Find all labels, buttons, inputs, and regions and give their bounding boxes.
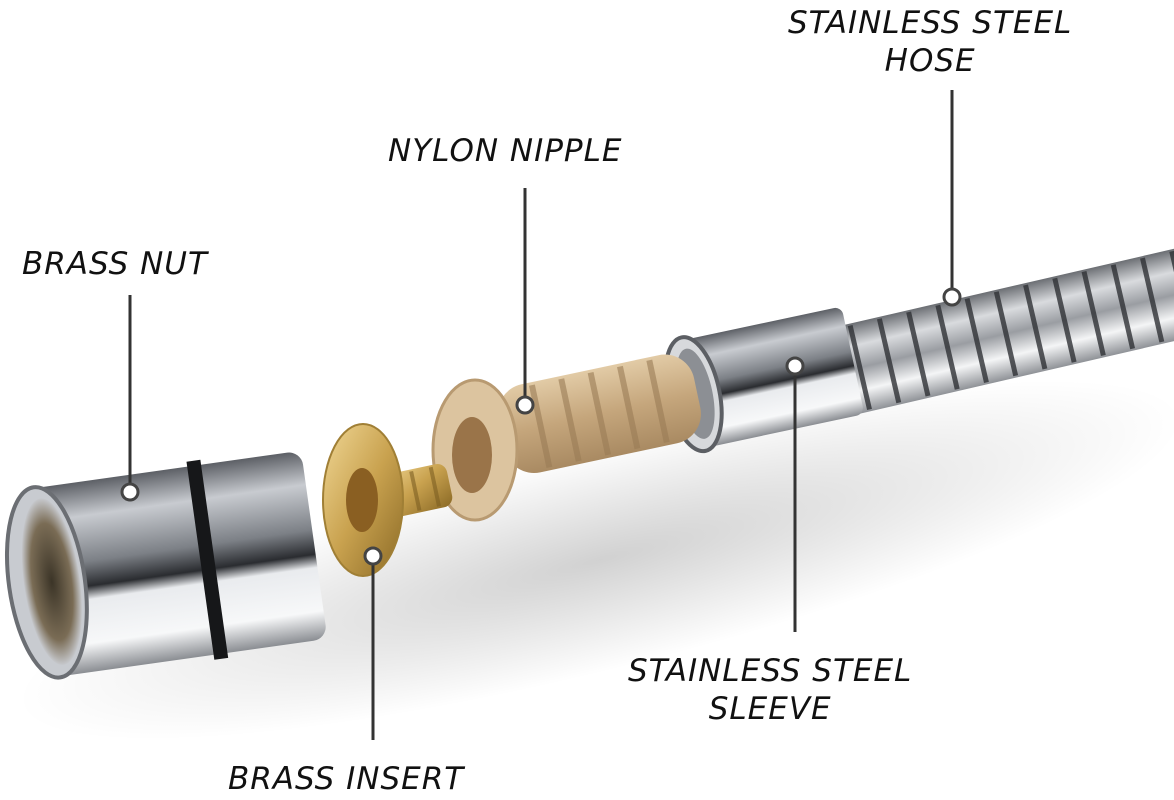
- label-line: STAINLESS STEEL: [788, 5, 1073, 41]
- label-stainless-steel-hose: STAINLESS STEEL HOSE: [788, 4, 1072, 80]
- label-line: STAINLESS STEEL: [628, 653, 913, 689]
- label-nylon-nipple: NYLON NIPPLE: [388, 132, 622, 170]
- label-stainless-steel-sleeve: STAINLESS STEEL SLEEVE: [628, 652, 912, 728]
- stainless-steel-hose: [827, 236, 1174, 415]
- leader-lines: [128, 90, 954, 740]
- callout-dots: [120, 287, 962, 566]
- label-line: BRASS INSERT: [228, 761, 465, 797]
- label-brass-insert: BRASS INSERT: [228, 760, 464, 798]
- nylon-nipple: [431, 354, 701, 522]
- brass-insert: [322, 423, 453, 577]
- label-line: HOSE: [884, 43, 976, 79]
- label-line: SLEEVE: [708, 691, 832, 727]
- label-line: BRASS NUT: [22, 246, 208, 282]
- label-line: NYLON NIPPLE: [388, 133, 623, 169]
- label-brass-nut: BRASS NUT: [22, 245, 208, 283]
- brass-nut: [4, 452, 326, 680]
